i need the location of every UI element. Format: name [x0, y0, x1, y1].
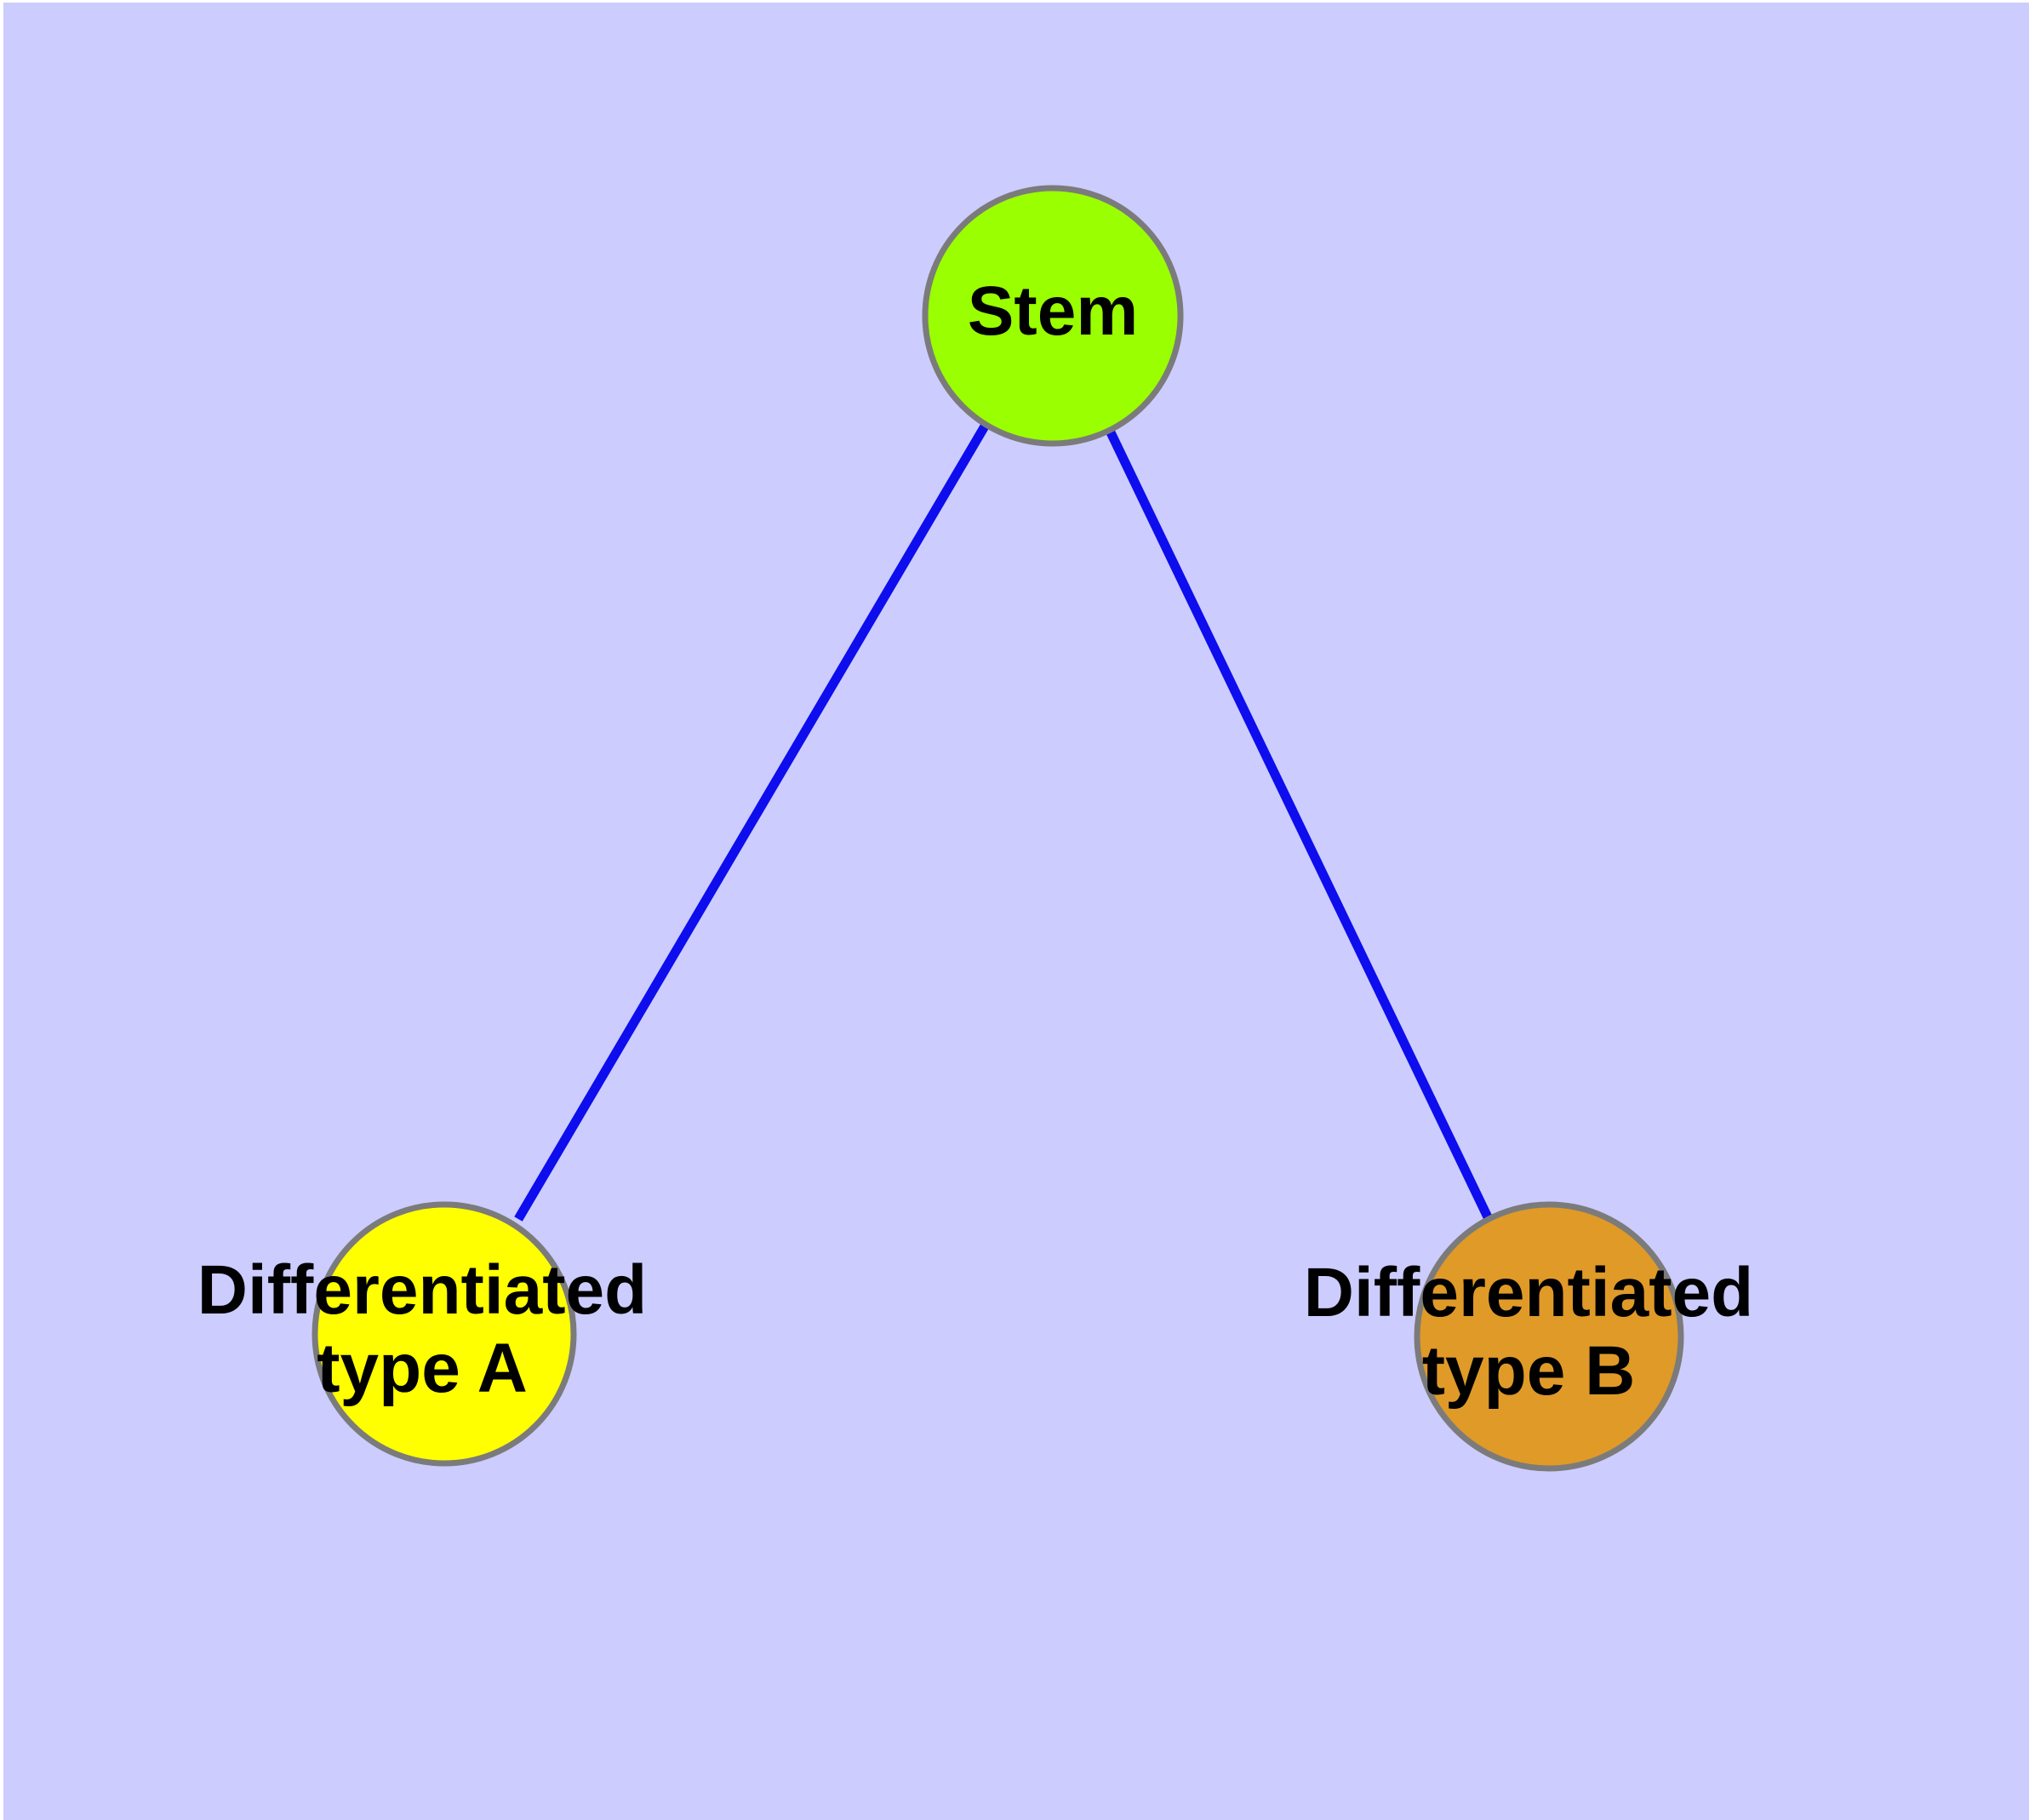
node-label-line: Stem: [968, 272, 1139, 350]
node-stem[interactable]: Stem: [922, 185, 1184, 447]
edges-layer: [514, 422, 1495, 1225]
node-label-line: type A: [317, 1330, 528, 1407]
node-label-line: Differentiated: [197, 1251, 648, 1329]
node-label-line: Differentiated: [1304, 1254, 1754, 1331]
node-differentiated-type-b-circle[interactable]: [1414, 1201, 1684, 1472]
node-stem-label: Stem: [968, 272, 1139, 350]
edge-stem-to-differentiated-type-a[interactable]: [514, 422, 990, 1222]
node-label-line: type B: [1422, 1332, 1636, 1410]
node-differentiated-type-a-circle[interactable]: [311, 1201, 577, 1467]
node-stem-circle[interactable]: [922, 185, 1184, 447]
edge-stem-to-differentiated-type-b[interactable]: [1106, 430, 1495, 1225]
